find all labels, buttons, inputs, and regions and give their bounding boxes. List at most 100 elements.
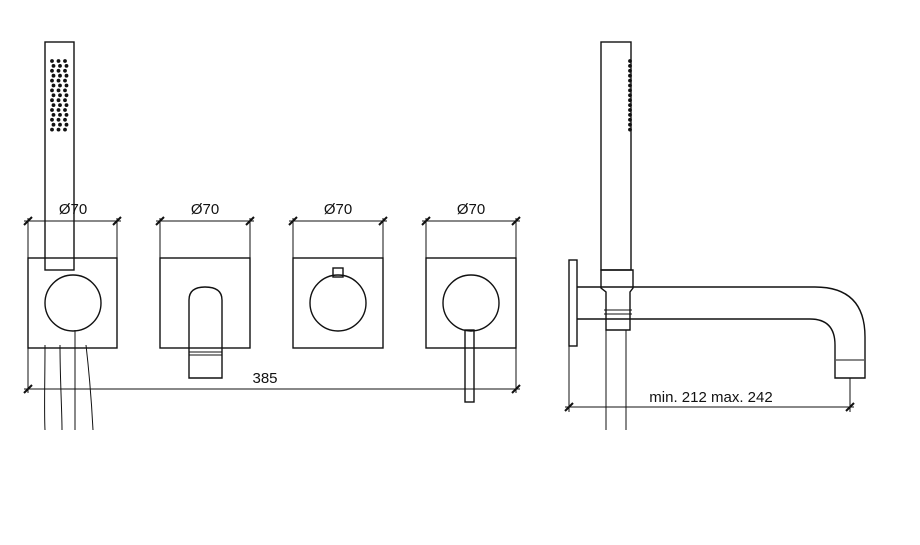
nozzle-dot: [63, 68, 67, 73]
plate-4: [425, 257, 517, 403]
nozzle-dot: [56, 98, 61, 103]
nozzle-dot: [63, 108, 67, 112]
nozzle-dot: [51, 93, 56, 98]
nozzle-dot: [628, 64, 632, 68]
nozzle-dot: [628, 88, 632, 93]
plate-3: [292, 257, 384, 349]
dimension-plate-1: Ø70: [23, 201, 122, 258]
nozzle-dot: [58, 122, 62, 127]
plate-3-knob: [309, 274, 367, 332]
plate-4-square: [425, 257, 517, 349]
nozzle-dot: [64, 113, 69, 117]
hose-line: [85, 344, 94, 431]
nozzle-dot: [628, 108, 632, 112]
nozzle-dot: [628, 83, 632, 88]
nozzle-dot: [58, 64, 62, 68]
dimension-plate-2: Ø70: [155, 201, 255, 258]
nozzle-dot: [51, 122, 56, 127]
spout-front: [188, 286, 223, 379]
nozzle-dot: [64, 73, 69, 78]
dimension-plate-3: Ø70: [288, 201, 388, 258]
hand-shower-side: [600, 41, 632, 271]
nozzle-dot: [50, 108, 54, 112]
nozzle-dot: [64, 83, 69, 88]
nozzle-dot: [628, 59, 632, 63]
hand-shower-body: [44, 41, 75, 271]
nozzle-dot: [56, 127, 61, 132]
nozzle-dot: [56, 68, 61, 73]
wall-plate-side: [568, 259, 578, 347]
nozzle-dot: [50, 59, 54, 63]
spout-side: [577, 286, 866, 379]
nozzle-dot: [64, 122, 69, 127]
plate-1-square: [27, 257, 118, 349]
plate-4-knob: [442, 274, 500, 332]
knob-marker: [332, 267, 344, 278]
diameter-label: Ø70: [324, 201, 352, 218]
nozzle-dot: [56, 117, 61, 122]
nozzle-dot: [51, 73, 56, 78]
hose-line: [59, 344, 63, 431]
nozzle-dot: [56, 78, 61, 83]
diameter-label: Ø70: [457, 201, 485, 218]
shower-nozzle-grid: [50, 59, 69, 132]
nozzle-dot: [628, 68, 632, 73]
nozzle-dot: [628, 117, 632, 122]
nozzle-dot: [628, 98, 632, 103]
nozzle-dot: [56, 108, 61, 112]
side-view: min. 212 max. 242: [564, 41, 866, 430]
projection-label: min. 212 max. 242: [649, 389, 772, 406]
hand-shower-front: [44, 41, 75, 271]
nozzle-dot: [628, 122, 632, 127]
diameter-dimensions: Ø70 Ø70 Ø70: [23, 201, 521, 258]
nozzle-dot: [51, 64, 56, 68]
nozzle-dot: [628, 113, 632, 117]
overall-width-label: 385: [252, 370, 277, 387]
nozzle-dot: [58, 93, 62, 98]
plate-3-square: [292, 257, 384, 349]
nozzle-dot: [51, 103, 56, 107]
nozzle-dot: [56, 88, 61, 93]
nozzle-dot: [628, 103, 632, 107]
overall-width-dimension: 385: [23, 348, 521, 394]
nozzle-dot: [58, 83, 62, 88]
nozzle-dot: [63, 98, 67, 103]
nozzle-dot: [63, 117, 67, 122]
nozzle-dot: [56, 59, 61, 63]
shower-holder-bracket: [600, 269, 634, 331]
nozzle-dot: [628, 73, 632, 78]
dimension-plate-4: Ø70: [421, 201, 521, 258]
shower-nozzle-column: [628, 59, 632, 132]
plate-1: [27, 257, 118, 431]
nozzle-dot: [628, 93, 632, 98]
nozzle-dot: [64, 103, 69, 107]
nozzle-dot: [58, 73, 62, 78]
nozzle-dot: [64, 93, 69, 98]
nozzle-dot: [63, 88, 67, 93]
nozzle-dot: [50, 68, 54, 73]
plate-2: [159, 257, 251, 379]
nozzle-dot: [50, 127, 54, 132]
nozzle-dot: [58, 113, 62, 117]
nozzle-dot: [51, 83, 56, 88]
nozzle-dot: [63, 59, 67, 63]
plate-2-square: [159, 257, 251, 349]
diameter-label: Ø70: [191, 201, 219, 218]
projection-dimension: min. 212 max. 242: [564, 346, 855, 412]
nozzle-dot: [50, 98, 54, 103]
nozzle-dot: [51, 113, 56, 117]
diameter-label: Ø70: [59, 201, 87, 218]
nozzle-dot: [63, 127, 67, 132]
nozzle-dot: [50, 88, 54, 93]
nozzle-dot: [64, 64, 69, 68]
nozzle-dot: [628, 78, 632, 83]
nozzle-dot: [50, 78, 54, 83]
front-view: Ø70 Ø70 Ø70: [23, 41, 521, 431]
nozzle-dot: [50, 117, 54, 122]
nozzle-dot: [58, 103, 62, 107]
nozzle-dot: [628, 127, 632, 132]
plate-1-knob: [44, 274, 102, 332]
mixer-lever: [464, 329, 475, 403]
